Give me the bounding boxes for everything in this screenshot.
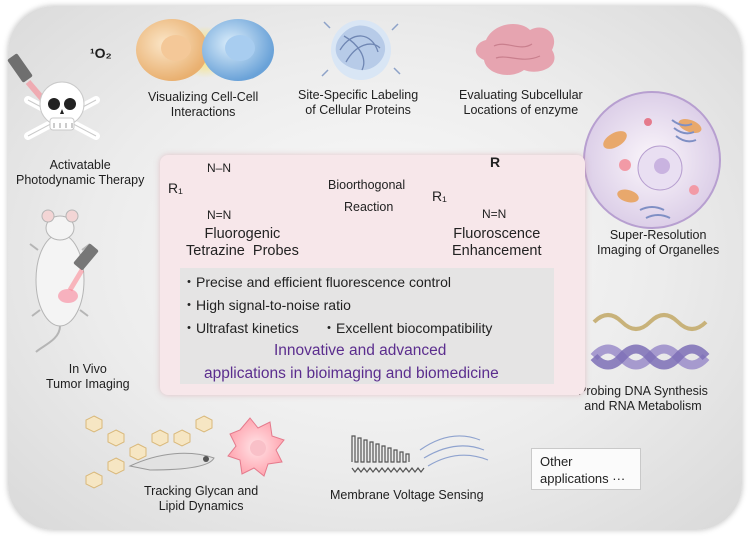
r1-probe: R₁ <box>168 180 183 196</box>
label-site-specific: Site-Specific Labeling of Cellular Prote… <box>298 88 419 117</box>
product-label: Fluoroscence Enhancement <box>452 226 542 259</box>
cell-cell-illustration <box>136 19 274 81</box>
label-voltage: Membrane Voltage Sensing <box>330 488 484 502</box>
label-pdt: Activatable Photodynamic Therapy <box>16 158 145 187</box>
product-n: N=N <box>482 207 507 221</box>
feature-2: ・High signal-to-noise ratio <box>182 297 351 313</box>
label-other: Other applications ··· <box>540 454 626 486</box>
dna-rna-illustration <box>590 313 710 370</box>
organelle-cell-illustration <box>583 91 721 229</box>
protein-labeling-illustration <box>321 20 401 80</box>
r1-product: R₁ <box>432 188 447 204</box>
pdt-skull-illustration <box>7 53 100 140</box>
probe-label: Fluorogenic Tetrazine Probes <box>186 226 299 259</box>
mouse-illustration <box>29 209 99 353</box>
zebrafish-illustration <box>128 452 215 471</box>
label-super-resolution: Super-Resolution Imaging of Organelles <box>597 228 720 257</box>
feature-1: ・Precise and efficient fluorescence cont… <box>182 274 451 290</box>
other-applications-box: Other applications ··· <box>531 448 641 490</box>
voltage-trace-illustration <box>351 435 489 473</box>
arrow-label-top: Bioorthogonal <box>328 178 406 192</box>
tetrazine-n-top: N–N <box>207 161 232 175</box>
label-singlet-oxygen: ¹O₂ <box>90 45 112 61</box>
macrophage-illustration <box>227 417 285 477</box>
label-subcellular: Evaluating Subcellular Locations of enzy… <box>459 88 583 117</box>
label-in-vivo: In Vivo Tumor Imaging <box>46 362 130 391</box>
features-box <box>180 268 554 384</box>
r-product: R <box>490 154 501 170</box>
enzyme-tissue-illustration <box>475 24 555 75</box>
label-dna-rna: Probing DNA Synthesis and RNA Metabolism <box>578 384 708 413</box>
label-cell-cell: Visualizing Cell-Cell Interactions <box>148 90 259 119</box>
arrow-label-bottom: Reaction <box>344 200 394 214</box>
glycan-illustration <box>85 415 213 489</box>
tetrazine-n-bottom: N=N <box>207 208 232 222</box>
feature-3: ・Ultrafast kinetics <box>182 320 299 336</box>
highlight-line-2: applications in bioimaging and biomedici… <box>204 365 499 382</box>
highlight-line-1: Innovative and advanced <box>274 342 447 359</box>
label-glycan: Tracking Glycan and Lipid Dynamics <box>144 484 259 513</box>
feature-4: ・Excellent biocompatibility <box>322 320 493 336</box>
